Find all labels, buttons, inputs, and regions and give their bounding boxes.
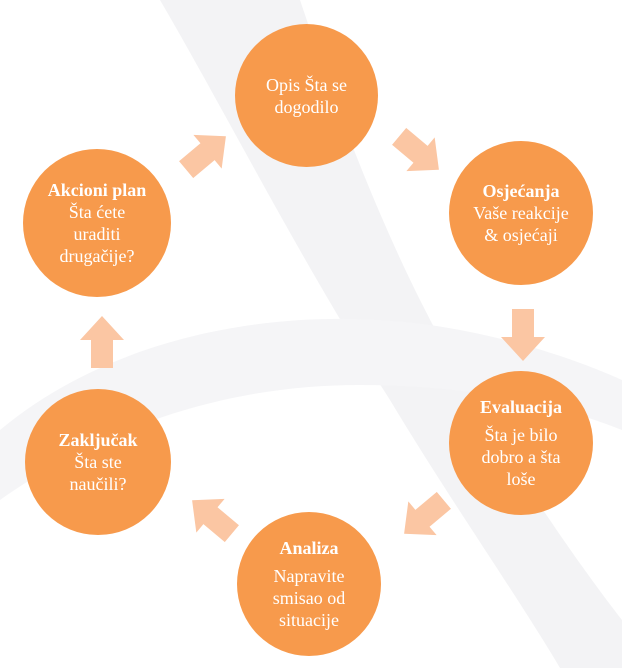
node-akcioni-plan: Akcioni plan Šta ćete uraditi drugačije? xyxy=(23,149,171,297)
node-zakljucak: Zaključak Šta ste naučili? xyxy=(25,389,171,535)
node-akcioni-plan-body: Šta ćete uraditi drugačije? xyxy=(59,202,135,266)
node-osjecanja: Osjećanja Vaše reakcije & osjećaji xyxy=(449,141,593,285)
node-evaluacija-title: Evaluacija xyxy=(479,397,562,417)
node-osjecanja-body: Vaše reakcije & osjećaji xyxy=(473,203,569,245)
node-opis: Opis Šta se dogodilo xyxy=(235,24,378,167)
arrow-osjecanja-to-evaluacija-icon xyxy=(497,309,549,361)
arrow-evaluacija-to-analiza-icon xyxy=(398,491,451,539)
node-analiza: Analiza Napravite smisao od situacije xyxy=(237,512,381,656)
node-zakljucak-body: Šta ste naučili? xyxy=(69,452,127,494)
node-evaluacija: Evaluacija Šta je bilo dobro a šta loše xyxy=(449,371,593,515)
node-osjecanja-title: Osjećanja xyxy=(482,181,560,201)
arrow-zakljucak-to-akcioni-icon xyxy=(76,316,128,368)
node-zakljucak-title: Zaključak xyxy=(58,430,138,450)
node-analiza-body: Napravite smisao od situacije xyxy=(272,566,346,630)
arrow-akcioni-to-opis-icon xyxy=(179,131,232,179)
arrow-opis-to-osjecanja-icon xyxy=(392,127,445,175)
node-opis-body: Opis Šta se dogodilo xyxy=(266,74,347,117)
arrow-analiza-to-zakljucak-icon xyxy=(186,495,239,543)
node-analiza-title: Analiza xyxy=(279,538,339,558)
node-evaluacija-body: Šta je bilo dobro a šta loše xyxy=(481,425,561,489)
node-akcioni-plan-title: Akcioni plan xyxy=(47,180,147,200)
